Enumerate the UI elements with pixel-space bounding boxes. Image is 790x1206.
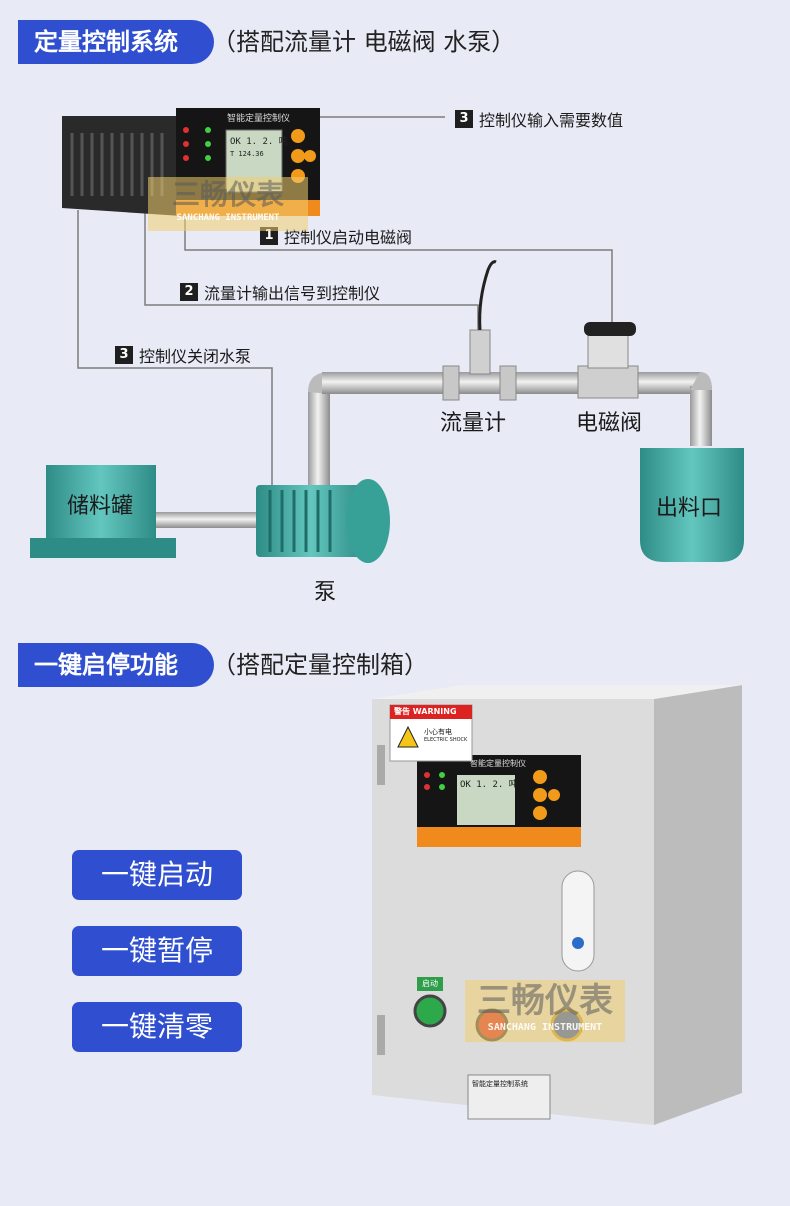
label-pump: 泵 xyxy=(314,580,337,605)
section2-title: 一键启停功能 xyxy=(18,643,214,687)
one-key-start-button[interactable]: 一键启动 xyxy=(72,850,242,900)
warning-header: 警告 WARNING xyxy=(394,707,457,716)
section1-subtitle: （搭配流量计 电磁阀 水泵） xyxy=(212,28,516,56)
box-screen-line1: OK 1. 2. 吨 xyxy=(460,780,518,790)
warning-text-en: ELECTRIC SHOCK xyxy=(424,737,468,743)
one-key-pause-button[interactable]: 一键暂停 xyxy=(72,926,242,976)
section2-subtitle: （搭配定量控制箱） xyxy=(212,651,428,679)
watermark-logo: 三畅仪表 SANCHANG INSTRUMENT xyxy=(148,177,308,231)
start-label: 启动 xyxy=(422,979,438,988)
watermark-logo-2: 三畅仪表 SANCHANG INSTRUMENT xyxy=(465,980,625,1042)
controller-title: 智能定量控制仪 xyxy=(227,114,291,124)
label-tank: 储料罐 xyxy=(67,494,134,519)
box-controller-title: 智能定量控制仪 xyxy=(470,759,526,768)
label-outlet: 出料口 xyxy=(656,496,723,521)
control-box: 警告 WARNING 小心有电 ELECTRIC SHOCK 智能定量控制仪 O… xyxy=(372,685,742,1125)
one-key-reset-button[interactable]: 一键清零 xyxy=(72,1002,242,1052)
controller-screen-line1: OK 1. 2. 吨 xyxy=(230,137,288,147)
pipe-system xyxy=(30,260,744,563)
label-valve: 电磁阀 xyxy=(576,411,643,436)
nameplate: 智能定量控制系统 xyxy=(472,1080,528,1088)
section1-title: 定量控制系统 xyxy=(18,20,214,64)
label-flowmeter: 流量计 xyxy=(440,411,507,436)
controller-screen-line2: T 124.36 xyxy=(230,150,264,158)
warning-text: 小心有电 xyxy=(424,728,452,736)
